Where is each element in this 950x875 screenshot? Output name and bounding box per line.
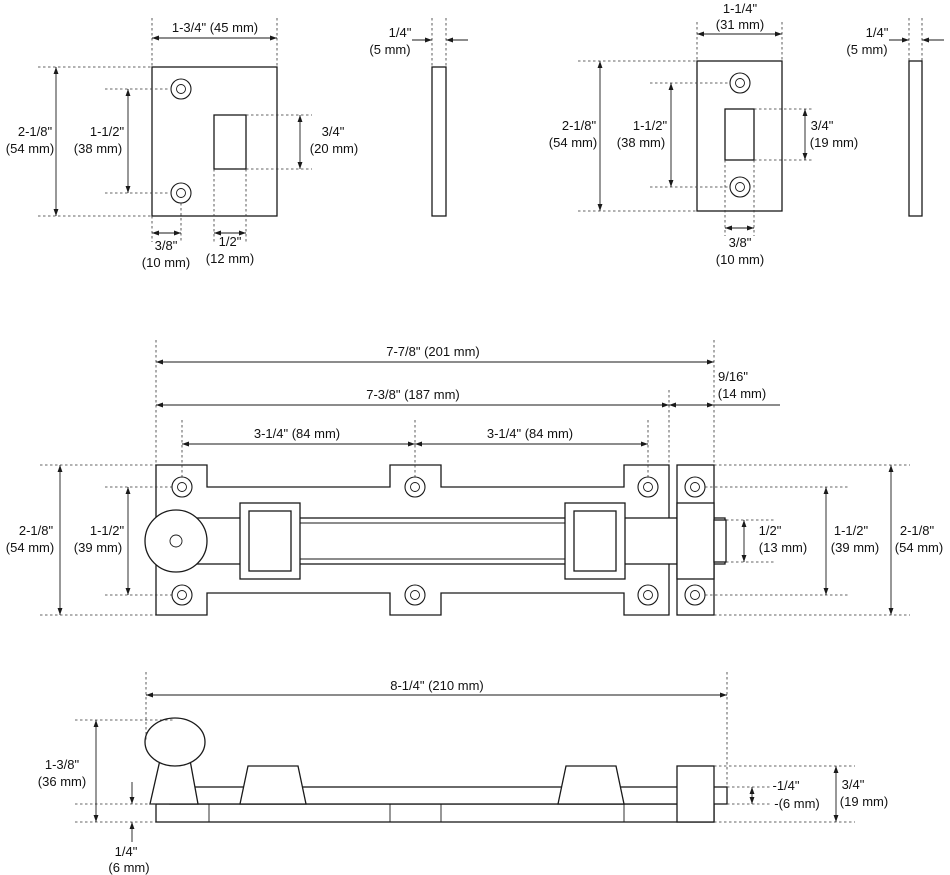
dim-label: (39 mm)	[74, 540, 122, 555]
dim-label: 2-1/8"	[18, 124, 53, 139]
screw-hole	[729, 72, 751, 94]
bolt-front-view: 7-7/8" (201 mm) 7-3/8" (187 mm) 9/16" (1…	[6, 340, 943, 616]
dim-label: 1/2"	[219, 234, 242, 249]
dim-label: 1-3/4" (45 mm)	[172, 20, 258, 35]
strike-plate-front-view: 1-3/4" (45 mm) 2-1/8" (54 mm) 1-1/2" (38…	[6, 18, 358, 270]
dim-label: (10 mm)	[716, 252, 764, 267]
dim-label: 1/4"	[115, 844, 138, 859]
dim-label: 1-1/4"	[723, 1, 758, 16]
dim-label: (54 mm)	[549, 135, 597, 150]
dim-label: 1-1/2"	[90, 523, 125, 538]
dim-label: (20 mm)	[310, 141, 358, 156]
dim-label: 3/4"	[842, 777, 865, 792]
strike-slot	[213, 114, 247, 170]
dim-label: (13 mm)	[759, 540, 807, 555]
dim-label: 1-1/2"	[633, 118, 668, 133]
dim-label: 7-3/8" (187 mm)	[366, 387, 459, 402]
bolt-side-view: 8-1/4" (210 mm) 1-3/8" (36 mm) 1/4" (6 m…	[38, 672, 888, 875]
dim-label: -1/4"	[772, 778, 799, 793]
bolt-side-keeper	[676, 765, 715, 823]
dim-label: 3/8"	[729, 235, 752, 250]
dim-label: (12 mm)	[206, 251, 254, 266]
bolt-guide	[239, 502, 301, 580]
dim-label: (36 mm)	[38, 774, 86, 789]
dim-label: -(6 mm)	[774, 796, 820, 811]
screw-hole	[729, 176, 751, 198]
dim-label: 3/4"	[811, 118, 834, 133]
dim-label: (14 mm)	[718, 386, 766, 401]
screw-hole	[404, 584, 426, 606]
keeper-front-view: 1-1/4" (31 mm) 2-1/8" (54 mm) 1-1/2" (38…	[549, 1, 858, 267]
dim-label: 1/4"	[389, 25, 412, 40]
dim-label: 2-1/8"	[19, 523, 54, 538]
dim-label: 1-3/8"	[45, 757, 80, 772]
dim-label: (31 mm)	[716, 17, 764, 32]
dim-label: 3-1/4" (84 mm)	[487, 426, 573, 441]
dim-label: (10 mm)	[142, 255, 190, 270]
strike-plate-side-view: 1/4" (5 mm)	[369, 18, 468, 217]
dim-label: 1-1/2"	[90, 124, 125, 139]
dim-label: 2-1/8"	[562, 118, 597, 133]
dim-label: (5 mm)	[369, 42, 410, 57]
bolt-side-guide	[557, 765, 625, 805]
bolt-guide	[564, 502, 626, 580]
strike-plate-edge	[431, 66, 447, 217]
dim-label: 9/16"	[718, 369, 748, 384]
bolt-side-knob	[144, 717, 206, 767]
bolt-knob	[144, 509, 208, 573]
dim-label: 3/4"	[322, 124, 345, 139]
dim-label: (38 mm)	[617, 135, 665, 150]
screw-hole	[170, 78, 192, 100]
dim-label: 1-1/2"	[834, 523, 869, 538]
dim-label: 1/2"	[759, 523, 782, 538]
dim-label: 1/4"	[866, 25, 889, 40]
dim-label: (54 mm)	[6, 141, 54, 156]
dim-label: 3/8"	[155, 238, 178, 253]
dim-label: (54 mm)	[895, 540, 943, 555]
dim-label: (19 mm)	[810, 135, 858, 150]
keeper-slot	[724, 108, 755, 161]
bolt-side-guide	[239, 765, 307, 805]
keeper-edge	[908, 60, 923, 217]
screw-hole	[637, 584, 659, 606]
dim-label: 3-1/4" (84 mm)	[254, 426, 340, 441]
dim-label: (5 mm)	[846, 42, 887, 57]
dim-label: (54 mm)	[6, 540, 54, 555]
dim-label: (6 mm)	[108, 860, 149, 875]
dim-label: (19 mm)	[840, 794, 888, 809]
dim-label: 2-1/8"	[900, 523, 935, 538]
bolt-keeper	[676, 464, 727, 616]
dim-label: 8-1/4" (210 mm)	[390, 678, 483, 693]
bolt-side-plate	[155, 803, 715, 823]
dim-label: (39 mm)	[831, 540, 879, 555]
dim-label: 7-7/8" (201 mm)	[386, 344, 479, 359]
dim-label: (38 mm)	[74, 141, 122, 156]
keeper-side-view: 1/4" (5 mm)	[846, 18, 944, 217]
